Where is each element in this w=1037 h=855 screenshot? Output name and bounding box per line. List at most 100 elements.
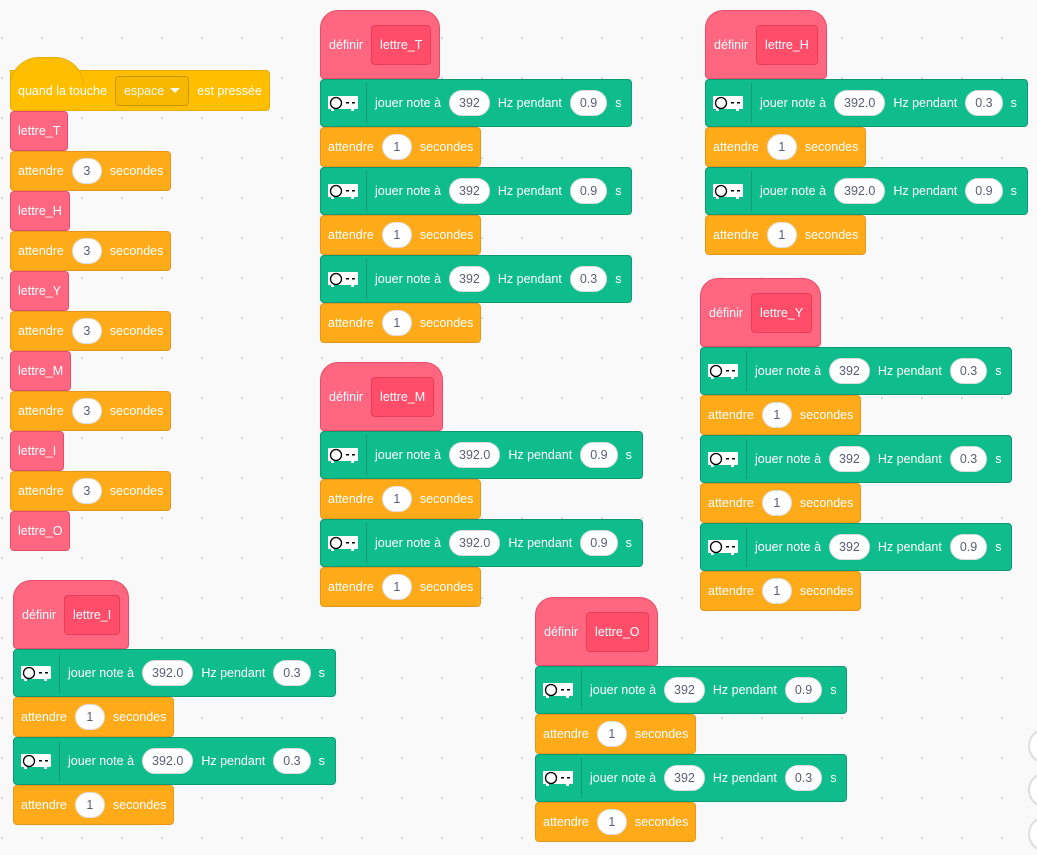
note-duration-input[interactable]: 0.3 — [949, 446, 988, 472]
wait-seconds-input[interactable]: 3 — [71, 398, 102, 424]
wait-seconds-input[interactable]: 3 — [71, 238, 102, 264]
wait-seconds-input[interactable]: 1 — [381, 574, 412, 600]
custom-block-call[interactable]: lettre_H — [10, 191, 70, 231]
note-duration-input[interactable]: 0.9 — [569, 90, 608, 116]
wait-seconds-input[interactable]: 3 — [71, 478, 102, 504]
note-hz-input[interactable]: 392 — [829, 446, 870, 472]
custom-block-call[interactable]: lettre_M — [10, 351, 72, 391]
note-hz-input[interactable]: 392 — [449, 266, 490, 292]
note-hz-input[interactable]: 392 — [664, 765, 705, 791]
note-duration-input[interactable]: 0.3 — [569, 266, 608, 292]
note-hz-input[interactable]: 392 — [449, 90, 490, 116]
wait-seconds-input[interactable]: 1 — [596, 721, 627, 747]
note-duration-input[interactable]: 0.3 — [965, 90, 1003, 116]
note-hz-input[interactable]: 392.0 — [449, 530, 501, 556]
note-duration-input[interactable]: 0.9 — [784, 677, 823, 703]
zoom-out-button[interactable] — [1028, 772, 1037, 808]
custom-block-call[interactable]: lettre_I — [10, 431, 65, 471]
custom-block-prototype[interactable]: lettre_T — [371, 24, 432, 65]
note-duration-input[interactable]: 0.3 — [273, 660, 311, 686]
zoom-in-button[interactable] — [1028, 728, 1037, 764]
note-hz-input[interactable]: 392 — [829, 358, 870, 384]
custom-block-prototype[interactable]: lettre_M — [371, 376, 435, 417]
note-hz-input[interactable]: 392.0 — [449, 442, 501, 468]
wait-seconds-input[interactable]: 1 — [74, 704, 105, 730]
wait-seconds-input[interactable]: 3 — [71, 158, 102, 184]
wait-seconds-input[interactable]: 1 — [761, 490, 792, 516]
wait-seconds-input[interactable]: 1 — [381, 486, 412, 512]
note-hz-input[interactable]: 392 — [829, 534, 870, 560]
custom-block-prototype[interactable]: lettre_I — [64, 594, 121, 635]
key-dropdown[interactable]: espace — [114, 75, 190, 106]
custom-block-call[interactable]: lettre_T — [10, 111, 69, 151]
note-duration-input[interactable]: 0.3 — [949, 358, 988, 384]
note-duration-input[interactable]: 0.9 — [580, 442, 618, 468]
wait-seconds-input[interactable]: 1 — [381, 222, 412, 248]
note-hz-input[interactable]: 392.0 — [142, 660, 194, 686]
note-hz-input[interactable]: 392.0 — [834, 178, 886, 204]
wait-seconds-input[interactable]: 3 — [71, 318, 102, 344]
wait-seconds-input[interactable]: 1 — [761, 402, 792, 428]
zoom-reset-button[interactable] — [1028, 816, 1037, 852]
custom-block-call[interactable]: lettre_O — [10, 511, 71, 551]
wait-seconds-input[interactable]: 1 — [74, 792, 105, 818]
custom-block-prototype[interactable]: lettre_H — [756, 24, 818, 65]
note-hz-input[interactable]: 392 — [449, 178, 490, 204]
custom-block-call[interactable]: lettre_Y — [10, 271, 70, 311]
note-hz-input[interactable]: 392 — [664, 677, 705, 703]
note-duration-input[interactable]: 0.9 — [580, 530, 618, 556]
wait-seconds-input[interactable]: 1 — [766, 134, 797, 160]
wait-seconds-input[interactable]: 1 — [766, 222, 797, 248]
wait-seconds-input[interactable]: 1 — [381, 134, 412, 160]
note-duration-input[interactable]: 0.3 — [784, 765, 823, 791]
note-duration-input[interactable]: 0.9 — [949, 534, 988, 560]
note-hz-input[interactable]: 392.0 — [142, 748, 194, 774]
note-duration-input[interactable]: 0.9 — [569, 178, 608, 204]
wait-seconds-input[interactable]: 1 — [761, 578, 792, 604]
custom-block-prototype[interactable]: lettre_O — [586, 611, 649, 652]
custom-block-prototype[interactable]: lettre_Y — [751, 292, 813, 333]
wait-seconds-input[interactable]: 1 — [381, 310, 412, 336]
